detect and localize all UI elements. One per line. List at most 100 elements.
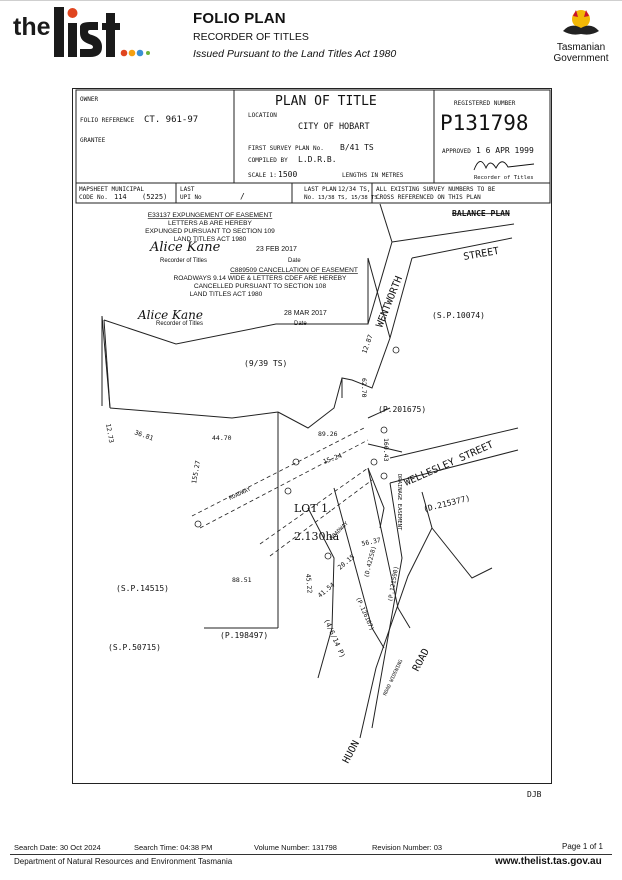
wentworth-label: WENTWORTH [375, 275, 405, 329]
revision-number: Revision Number: 03 [372, 843, 443, 852]
footer-divider [10, 854, 612, 855]
owner-label: OWNER [80, 96, 98, 103]
approval-recorder: Recorder of Titles [474, 175, 534, 181]
search-time: Search Time: 04:38 PM [134, 843, 213, 852]
compiled-value: L.D.R.B. [298, 155, 337, 164]
mapsheet-value: 114 [114, 193, 127, 201]
first-survey-label: FIRST SURVEY PLAN No. [248, 145, 324, 152]
plan-drawing: OWNER FOLIO REFERENCE CT. 961-97 GRANTEE… [75, 89, 551, 765]
logo-dot-green [146, 51, 150, 55]
roadway-label-1: ROADWAY [228, 486, 252, 502]
mapsheet-label-1: MAPSHEET MUNICIPAL [79, 186, 144, 193]
dim-160-43: 160.43 [382, 438, 390, 462]
website-link[interactable]: www.thelist.tas.gov.au [495, 856, 602, 867]
last-upi-label-2: UPI No [180, 194, 202, 201]
road-label: ROAD [411, 647, 432, 673]
boundary-south [109, 407, 279, 419]
registered-number: P131798 [440, 111, 529, 135]
registered-label: REGISTERED NUMBER [454, 100, 516, 107]
boundary-west-ref [101, 315, 111, 409]
note2-signature: Alice Kane [137, 308, 203, 322]
ref-sp10074: (S.P.10074) [432, 311, 485, 320]
logo-letter-i [68, 23, 77, 57]
logo-t-bar [102, 23, 120, 30]
huon-road-edge-1 [371, 482, 403, 729]
ref-9-39ts: (9/39 TS) [244, 359, 287, 368]
ref-p201675: (P.201675) [378, 405, 426, 414]
wentworth-street-edge-2 [389, 257, 413, 339]
last-upi-label-1: LAST [180, 186, 195, 193]
approved-label: APPROVED [442, 148, 471, 155]
wellesley-label: WELLESLEY STREET [403, 440, 495, 489]
logo-letter-t [106, 13, 115, 57]
dim-88-51: 88.51 [232, 576, 252, 584]
lengths-note: LENGTHS IN METRES [342, 172, 404, 179]
note1-date-label: Date [288, 258, 301, 264]
last-plan-value-2: 13/38 TS, 15/38 TS. [318, 195, 381, 201]
d41614-boundary [307, 507, 335, 679]
wentworth-street-edge-1 [367, 241, 393, 325]
wentworth-north-edge [391, 223, 515, 243]
wellesley-street-edge-1 [389, 427, 519, 459]
logo-i-dot [67, 8, 78, 18]
dim-56-37: 56.37 [361, 536, 382, 548]
logo-dot-orange [128, 49, 136, 57]
page-title: FOLIO PLAN [193, 10, 286, 27]
first-survey-value: B/41 TS [340, 143, 374, 152]
location-value: CITY OF HOBART [298, 122, 370, 132]
ref-sp14515: (S.P.14515) [116, 584, 169, 593]
scale-value: 1500 [278, 170, 297, 179]
note1-recorder: Recorder of Titles [160, 258, 207, 264]
dim-12-87: 12.87 [360, 333, 374, 354]
location-label: LOCATION [248, 112, 277, 119]
huon-road-edge-2 [359, 491, 433, 739]
boundary-west [103, 319, 111, 409]
note1-line4: LAND TITLES ACT 1980 [174, 236, 247, 243]
drainage-easement-label: DRAINAGE EASEMENT [396, 474, 402, 531]
existing-note-1: ALL EXISTING SURVEY NUMBERS TO BE [376, 186, 496, 193]
note1-signature: Alice Kane [149, 240, 221, 255]
ref-d42258: (D.42258) [363, 545, 378, 578]
logo-the: the [13, 13, 51, 41]
department-name: Department of Natural Resources and Envi… [14, 857, 233, 866]
street-label-1: STREET [463, 246, 500, 263]
ref-p198497: (P.198497) [220, 631, 268, 640]
note1-line2: LETTERS AB ARE HEREBY [168, 220, 253, 227]
dim-15-24: 15.24 [322, 452, 343, 466]
logo-letter-l [54, 7, 64, 57]
dim-12-73: 12.73 [104, 423, 115, 444]
thelist-logo: the [13, 7, 150, 57]
mapsheet-label-2: CODE No. [79, 194, 108, 201]
title-block [75, 89, 551, 204]
note2-recorder: Recorder of Titles [156, 321, 203, 327]
folio-plan-frame [72, 88, 552, 784]
lot-label: LOT 1. [294, 502, 332, 515]
dim-45-22: 45.22 [304, 573, 314, 593]
boundary-north [103, 258, 369, 345]
gov-line-1: Tasmanian [557, 42, 605, 53]
dim-44-70: 44.70 [212, 434, 232, 442]
ref-d215377: (D.215377) [422, 494, 471, 514]
note1-heading: E33137 EXPUNGEMENT OF EASEMENT [148, 212, 272, 219]
tasmanian-devil-icon [563, 10, 599, 35]
last-plan-label-1: LAST PLAN [304, 186, 337, 193]
note1-line3: EXPUNGED PURSUANT TO SECTION 109 [145, 228, 275, 235]
dim-155-27: 155.27 [190, 460, 202, 485]
logo-dot-blue [136, 49, 144, 57]
last-upi-value: / [240, 192, 245, 201]
wellesley-street-edge-2 [389, 449, 519, 484]
search-date: Search Date: 30 Oct 2024 [14, 843, 101, 852]
draftsman-initials: DJB [527, 790, 542, 799]
dim-36-81: 36.81 [133, 428, 154, 442]
logo-dot-red [120, 49, 128, 57]
note2-line3: CANCELLED PURSUANT TO SECTION 108 [194, 283, 327, 290]
note1-date: 23 FEB 2017 [256, 246, 297, 253]
boundary-east [277, 257, 391, 429]
note2-date: 28 MAR 2017 [284, 310, 327, 317]
folio-value: CT. 961-97 [144, 115, 198, 125]
page-indicator: Page 1 of 1 [562, 842, 603, 851]
ref-4-6-14p: (4/6/14 P) [322, 618, 346, 660]
roadway-easement-line-1 [191, 427, 365, 517]
gov-line-2: Government [553, 53, 608, 64]
folio-label: FOLIO REFERENCE [80, 117, 135, 124]
